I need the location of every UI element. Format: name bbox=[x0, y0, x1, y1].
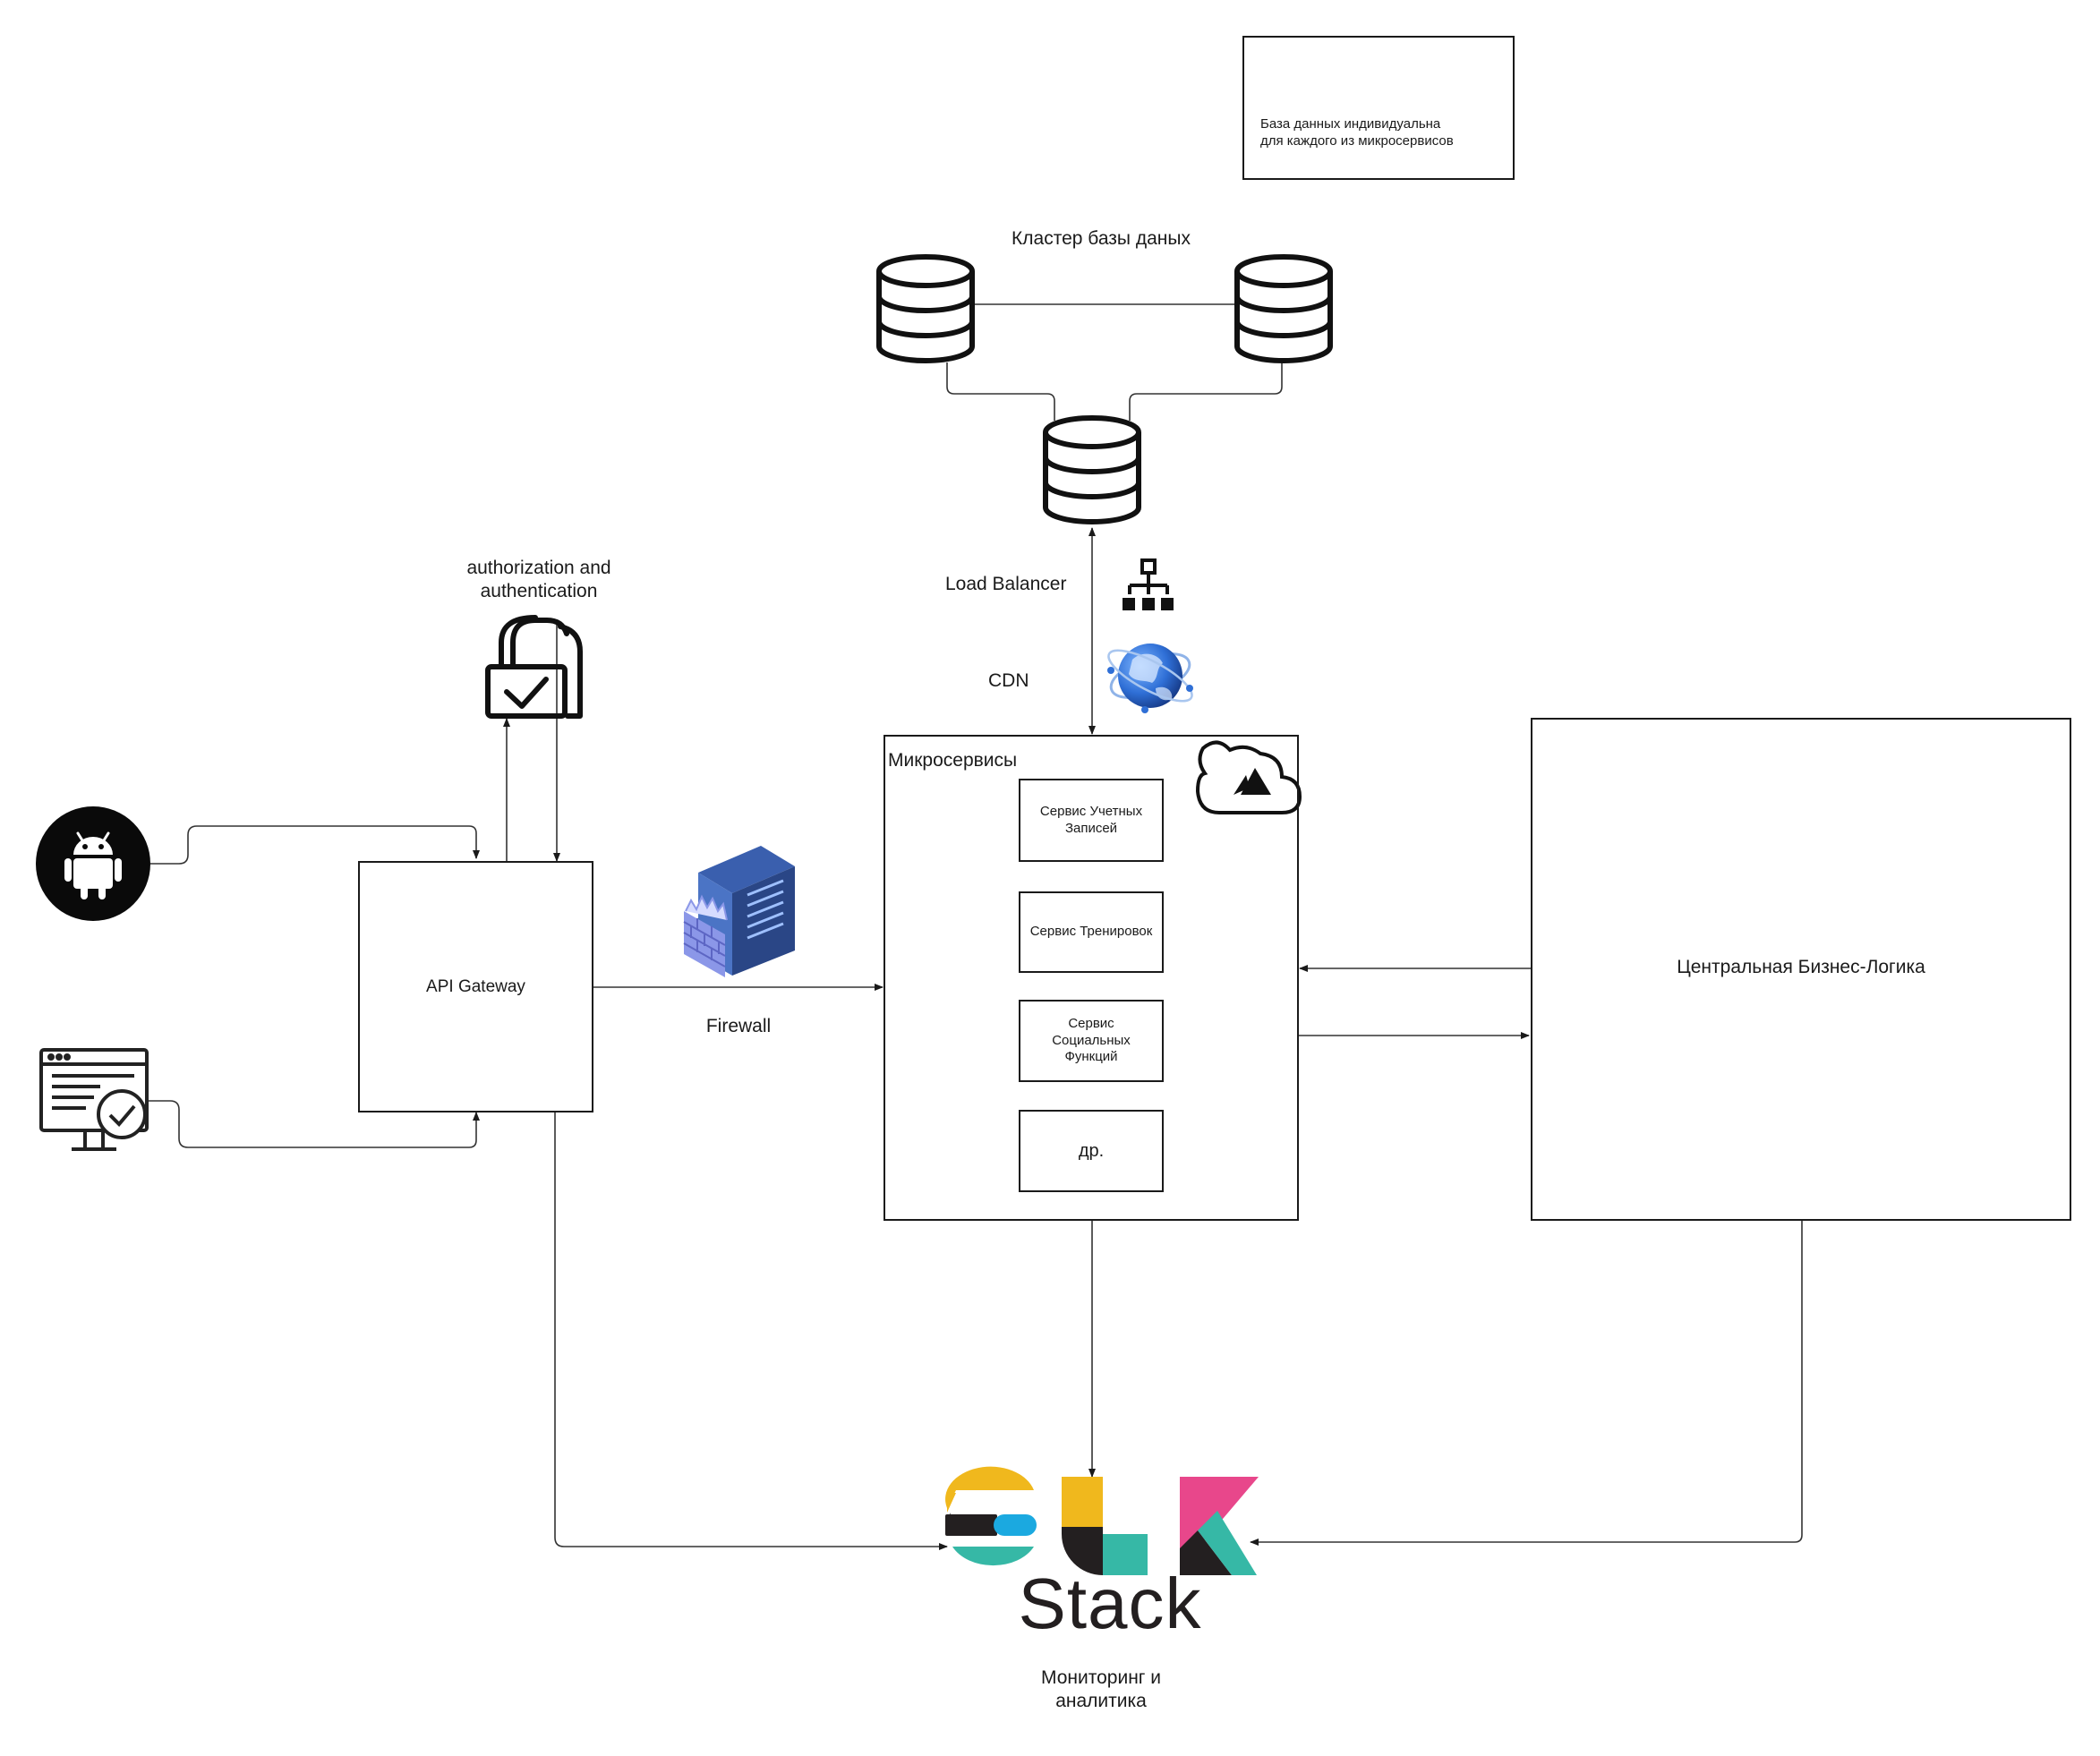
gateway-to-elk-arrow bbox=[554, 1112, 948, 1550]
api-gateway-box: API Gateway bbox=[358, 861, 593, 1112]
note-box: База данных индивидуальна для каждого из… bbox=[1242, 36, 1515, 180]
elk-e-top-edge bbox=[947, 1493, 956, 1513]
service-social: Сервис Социальных Функций bbox=[1019, 1000, 1164, 1082]
cdn-label: CDN bbox=[988, 670, 1029, 691]
database-left-icon bbox=[876, 254, 975, 363]
business-to-elk-arrow bbox=[1250, 1221, 1803, 1546]
web-to-gateway-arrow bbox=[148, 1100, 480, 1148]
db-right-to-center-link bbox=[1129, 362, 1283, 421]
service-other: др. bbox=[1019, 1110, 1164, 1192]
note-text: База данных индивидуальна для каждого из… bbox=[1260, 116, 1454, 149]
elk-l-teal bbox=[1103, 1534, 1148, 1575]
elk-stack-wordmark: Stack bbox=[1018, 1564, 1202, 1643]
auth-label: authorization and authentication bbox=[466, 558, 611, 602]
elk-e-bottom bbox=[952, 1547, 1034, 1566]
elk-monitoring-label: Мониторинг и аналитика bbox=[1040, 1667, 1162, 1712]
elk-logo-mark bbox=[945, 1466, 1259, 1575]
elk-k-teal bbox=[1198, 1511, 1257, 1575]
globe-icon bbox=[1107, 644, 1193, 713]
elk-e-middle-dark bbox=[945, 1514, 997, 1536]
azure-cloud-icon bbox=[1195, 740, 1302, 814]
elk-k-dark bbox=[1180, 1530, 1232, 1575]
microservices-box: Микросервисы bbox=[884, 735, 1299, 1221]
firewall-server-icon bbox=[683, 846, 795, 977]
database-right-icon bbox=[1234, 254, 1333, 363]
elk-e-middle-blue bbox=[994, 1514, 1037, 1536]
business-logic-box: Центральная Бизнес-Логика bbox=[1531, 718, 2071, 1221]
db-cluster-label: Кластер базы даных bbox=[1012, 228, 1191, 249]
microservices-title: Микросервисы bbox=[888, 750, 1018, 771]
network-hierarchy-icon bbox=[1123, 558, 1174, 610]
android-to-gateway-arrow bbox=[150, 825, 480, 865]
service-trainings: Сервис Тренировок bbox=[1019, 891, 1164, 973]
elk-e-top bbox=[945, 1466, 1034, 1508]
android-icon bbox=[36, 806, 150, 921]
api-gateway-label: API Gateway bbox=[426, 976, 525, 996]
database-central-icon bbox=[1043, 415, 1141, 524]
web-browser-check-icon bbox=[39, 1048, 149, 1151]
elk-l-top bbox=[1062, 1477, 1103, 1527]
elk-e-edge bbox=[948, 1513, 951, 1532]
firewall-label: Firewall bbox=[705, 1016, 772, 1036]
db-left-to-center-link bbox=[946, 362, 1055, 421]
load-balancer-label: Load Balancer bbox=[945, 574, 1067, 594]
elk-l-dark bbox=[1062, 1527, 1103, 1575]
service-accounts: Сервис Учетных Записей bbox=[1019, 779, 1164, 862]
business-logic-label: Центральная Бизнес-Логика bbox=[1677, 956, 1925, 977]
lock-check-icon bbox=[485, 615, 583, 719]
